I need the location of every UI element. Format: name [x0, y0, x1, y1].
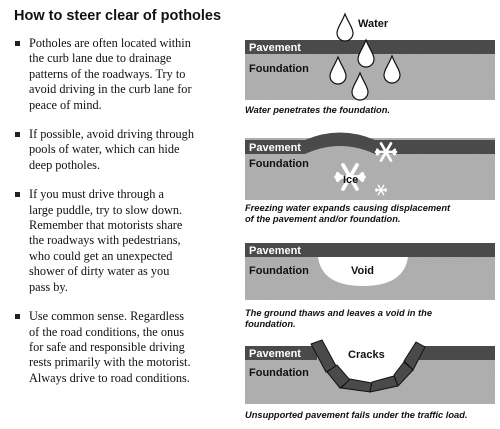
panel-caption: The ground thaws and leaves a void in th…: [245, 308, 433, 329]
tip-item: Use common sense. Regardless of the road…: [12, 309, 234, 386]
cracks-label: Cracks: [348, 349, 385, 361]
water-drop-icon: [383, 54, 401, 84]
panel-caption: Water penetrates the foundation.: [245, 105, 390, 115]
ice-label: Ice: [343, 174, 358, 186]
pavement-label: Pavement: [249, 348, 301, 360]
tip-item: If you must drive through a large puddle…: [12, 187, 234, 295]
tip-text: If possible, avoid driving through pools…: [29, 127, 194, 172]
tip-item: If possible, avoid driving through pools…: [12, 127, 234, 173]
bullet-square-icon: [15, 314, 20, 320]
pavement-label: Pavement: [249, 142, 301, 154]
tip-item: Potholes are often located within the cu…: [12, 36, 234, 113]
panel-void: Pavement Foundation Void: [245, 243, 495, 300]
pavement-fragment: [403, 341, 426, 371]
tip-text: If you must drive through a large puddle…: [29, 187, 183, 294]
pavement-layer: [245, 40, 495, 54]
foundation-label: Foundation: [249, 63, 309, 75]
pavement-label: Pavement: [249, 42, 301, 54]
water-drop-icon: [336, 12, 354, 42]
tips-list: Potholes are often located within the cu…: [12, 36, 234, 400]
foundation-label: Foundation: [249, 158, 309, 170]
water-label: Water: [358, 18, 389, 30]
water-drop-icon: [329, 55, 347, 85]
bullet-square-icon: [15, 132, 20, 138]
void-label: Void: [351, 265, 374, 277]
bullet-square-icon: [15, 192, 20, 198]
pavement-layer: [245, 243, 495, 257]
foundation-label: Foundation: [249, 367, 309, 379]
tip-text: Use common sense. Regardless of the road…: [29, 309, 191, 385]
pavement-label: Pavement: [249, 245, 301, 257]
water-drop-icon: [357, 38, 375, 68]
foundation-label: Foundation: [249, 265, 309, 277]
panel-water: Pavement Foundation Water: [245, 12, 495, 101]
pavement-fragment: [393, 361, 414, 387]
void-cavity: [318, 257, 408, 286]
broken-pavement: [310, 339, 426, 393]
page-title: How to steer clear of potholes: [14, 8, 222, 24]
bullet-square-icon: [15, 41, 20, 46]
pavement-layer: [418, 346, 495, 360]
panel-cracks: Pavement Foundation Cracks: [245, 339, 495, 404]
water-drop-icon: [351, 71, 369, 101]
panel-caption: Unsupported pavement fails under the tra…: [245, 410, 468, 420]
water-drops: [329, 12, 401, 101]
panel-ice: Pavement Foundation Ice: [245, 124, 495, 200]
pavement-layer: [245, 132, 495, 154]
pavement-layer: [245, 346, 317, 360]
tip-text: Potholes are often located within the cu…: [29, 36, 192, 112]
panel-caption: Freezing water expands causing displacem…: [245, 203, 451, 224]
